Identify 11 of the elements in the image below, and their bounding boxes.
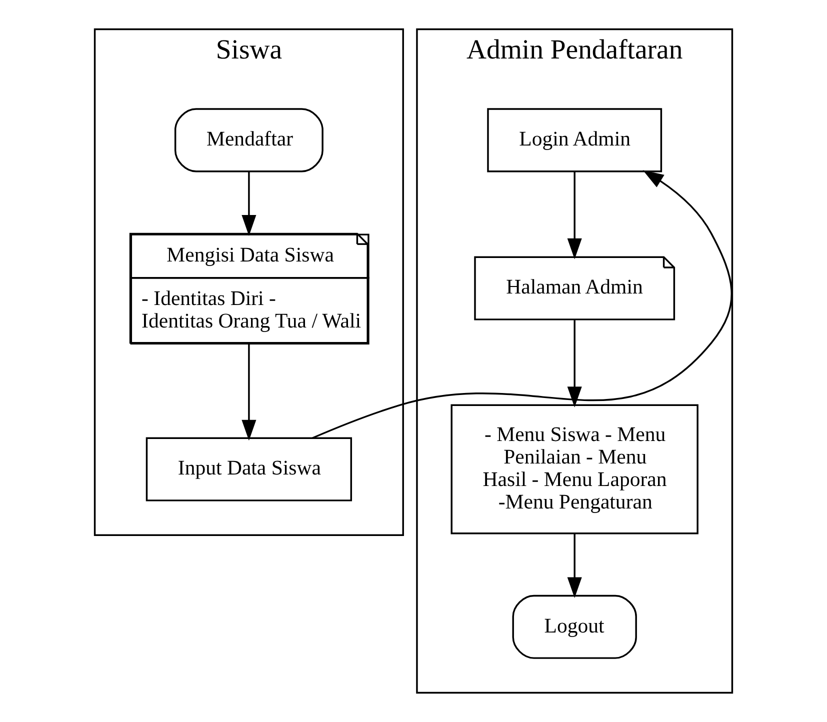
node-box: - Menu Siswa - Menu Penilaian - Menu Hasil - Menu Laporan -Menu Pengaturan	[450, 404, 698, 534]
arrow	[567, 534, 582, 598]
node-box: Mendaftar	[174, 108, 324, 172]
arrow	[312, 170, 732, 439]
node-box: Login Admin	[487, 108, 662, 172]
arrow	[567, 320, 582, 408]
node-box: Input Data Siswa	[146, 437, 352, 502]
arrow	[567, 172, 582, 260]
node-box: Logout	[512, 594, 637, 659]
arrow	[242, 343, 256, 441]
arrow	[242, 172, 256, 236]
